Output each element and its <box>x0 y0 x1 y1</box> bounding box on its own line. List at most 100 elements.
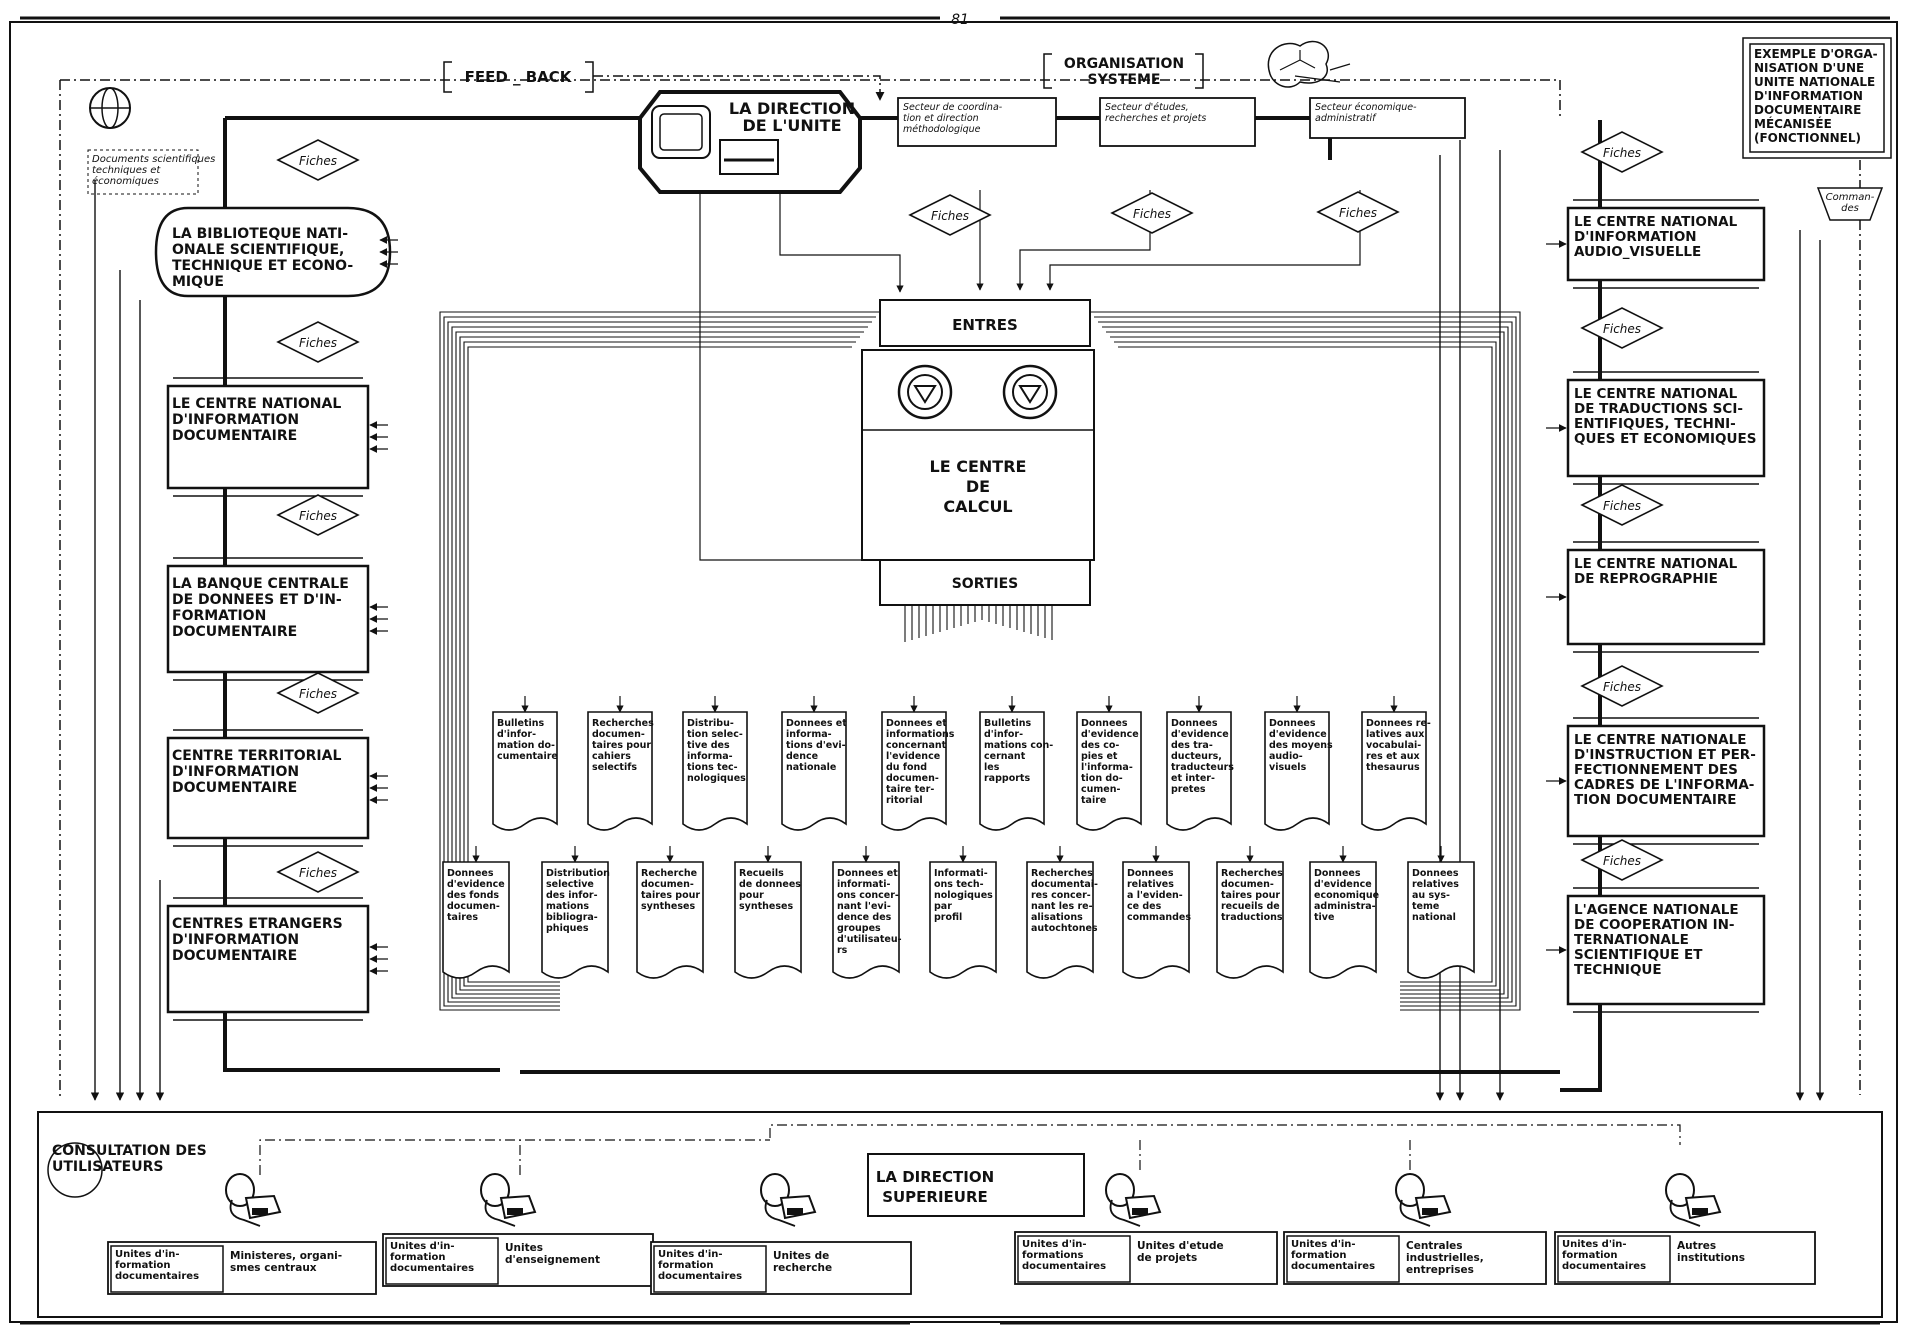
text-line: Informati- <box>934 868 988 879</box>
text-line: DE REPROGRAPHIE <box>1574 571 1718 587</box>
text-line: LA DIRECTION <box>876 1168 994 1186</box>
user-terminal-icon <box>226 1174 280 1226</box>
text-line: tion do- <box>1081 773 1123 784</box>
fiches-diamond: Fiches <box>1582 840 1662 880</box>
fiches-diamond: Fiches <box>278 140 358 180</box>
text-line: DE COOPERATION IN- <box>1574 917 1735 933</box>
output-document: Donneesd'evidencedes tra-ducteurs,traduc… <box>1167 696 1234 830</box>
text-line: d'evidence <box>1081 729 1139 740</box>
text-line: DOCUMENTAIRE <box>1754 103 1861 117</box>
fiches-diamond: Fiches <box>278 852 358 892</box>
text-line: DE DONNEES ET D'IN- <box>172 592 342 608</box>
text-line: latives aux <box>1366 729 1424 740</box>
page-number: 81 <box>951 12 969 28</box>
text-line: cernant <box>984 751 1026 762</box>
text-line: des <box>1841 203 1859 214</box>
svg-text:Recherchesdocumen-taires pourr: Recherchesdocumen-taires pourrecueils de… <box>1221 868 1283 923</box>
text-line: documentaires <box>1291 1261 1375 1272</box>
text-line: par <box>934 901 952 912</box>
user-group-box: Unites d'in-formationdocumentairesMinist… <box>108 1242 376 1294</box>
user-group-box: Unites d'in-formationdocumentairesAutres… <box>1555 1232 1815 1284</box>
text-line: les <box>984 762 1000 773</box>
consultation-label: CONSULTATION DESUTILISATEURS <box>48 1143 207 1197</box>
text-line: LE CENTRE <box>930 457 1027 476</box>
text-line: autochtones <box>1031 923 1098 934</box>
text-line: taires <box>447 912 478 923</box>
text-line: documen- <box>592 729 645 740</box>
text-line: Secteur de coordina- <box>903 102 1003 113</box>
text-line: national <box>1412 912 1456 923</box>
svg-text:Fiches: Fiches <box>299 687 337 701</box>
output-document: Informati-ons tech-nologiquesparprofil <box>930 846 996 978</box>
commandes-node: Comman-des <box>1818 188 1882 220</box>
text-line: taires pour <box>1221 890 1280 901</box>
left-center-node: CENTRE TERRITORIALD'INFORMATIONDOCUMENTA… <box>168 730 388 846</box>
fiches-diamond: Fiches <box>278 495 358 535</box>
text-line: Donnees <box>1171 718 1218 729</box>
text-line: mations con- <box>984 740 1053 751</box>
text-line: d'evidence <box>1269 729 1327 740</box>
text-line: CENTRE TERRITORIAL <box>172 748 341 764</box>
text-line: Unites <box>505 1242 543 1254</box>
fiches-diamond: Fiches <box>910 195 990 235</box>
user-group-box: Unites d'in-formationsdocumentairesUnite… <box>1015 1232 1277 1284</box>
text-line: recherche <box>773 1262 832 1274</box>
text-line: documen- <box>1221 879 1274 890</box>
fiches-diamond: Fiches <box>278 322 358 362</box>
text-line: entreprises <box>1406 1264 1474 1276</box>
text-line: syntheses <box>641 901 695 912</box>
svg-text:Fiches: Fiches <box>299 509 337 523</box>
text-line: DOCUMENTAIRE <box>172 948 297 964</box>
output-document: Bulletinsd'infor-mation do-cumentaire <box>493 696 558 830</box>
text-line: D'INFORMATION <box>1574 229 1697 245</box>
svg-text:Recherchedocumen-taires poursy: Recherchedocumen-taires poursyntheses <box>641 868 700 912</box>
text-line: rapports <box>984 773 1030 784</box>
svg-text:Fiches: Fiches <box>299 154 337 168</box>
text-line: SCIENTIFIQUE ET <box>1574 947 1703 963</box>
text-line: pretes <box>1171 784 1206 795</box>
fiches-diamond: Fiches <box>1318 192 1398 232</box>
text-line: ONALE SCIENTIFIQUE, <box>172 242 344 258</box>
fiches-diamond: Fiches <box>1582 485 1662 525</box>
text-line: Bulletins <box>497 718 545 729</box>
text-line: ritorial <box>886 795 923 806</box>
text-line: Unites d'in- <box>658 1249 723 1260</box>
text-line: documen- <box>447 901 500 912</box>
text-line: administratif <box>1315 113 1377 124</box>
text-line: taire <box>1081 795 1106 806</box>
documents-note: Documents scientifiquestechniques etécon… <box>88 150 215 194</box>
output-document: Donneesd'evidencedes co-pies etl'informa… <box>1077 696 1141 830</box>
text-line: Donnees <box>1314 868 1361 879</box>
text-line: ons concer- <box>837 890 899 901</box>
text-line: recueils de <box>1221 901 1280 912</box>
text-line: FECTIONNEMENT DES <box>1574 762 1738 778</box>
text-line: formation <box>658 1260 714 1271</box>
text-line: a l'eviden- <box>1127 890 1183 901</box>
text-line: Donnees et <box>886 718 947 729</box>
text-line: Secteur économique- <box>1315 102 1417 113</box>
text-line: Donnees et <box>786 718 847 729</box>
text-line: Unites d'in- <box>1022 1239 1087 1250</box>
text-line: nologiques <box>934 890 993 901</box>
text-line: dence des <box>837 912 892 923</box>
text-line: documentaires <box>1022 1261 1106 1272</box>
text-line: Ministeres, organi- <box>230 1250 342 1262</box>
text-line: nationale <box>786 762 836 773</box>
text-line: formation <box>390 1252 446 1263</box>
svg-text:FEED _ BACK: FEED _ BACK <box>465 68 573 86</box>
text-line: taire ter- <box>886 784 934 795</box>
text-line: des infor- <box>546 890 598 901</box>
svg-text:Fiches: Fiches <box>1133 207 1171 221</box>
text-line: selectifs <box>592 762 637 773</box>
text-line: informa- <box>687 751 733 762</box>
text-line: documentaires <box>390 1263 474 1274</box>
svg-text:EXEMPLE D'ORGA-NISATION D'UNEU: EXEMPLE D'ORGA-NISATION D'UNEUNITE NATIO… <box>1754 47 1878 145</box>
text-line: tions d'evi- <box>786 740 846 751</box>
text-line: taires pour <box>641 890 700 901</box>
sorties-label: SORTIES <box>952 576 1019 592</box>
user-group-box: Unites d'in-formationdocumentairesUnites… <box>651 1242 911 1294</box>
text-line: formation <box>1562 1250 1618 1261</box>
